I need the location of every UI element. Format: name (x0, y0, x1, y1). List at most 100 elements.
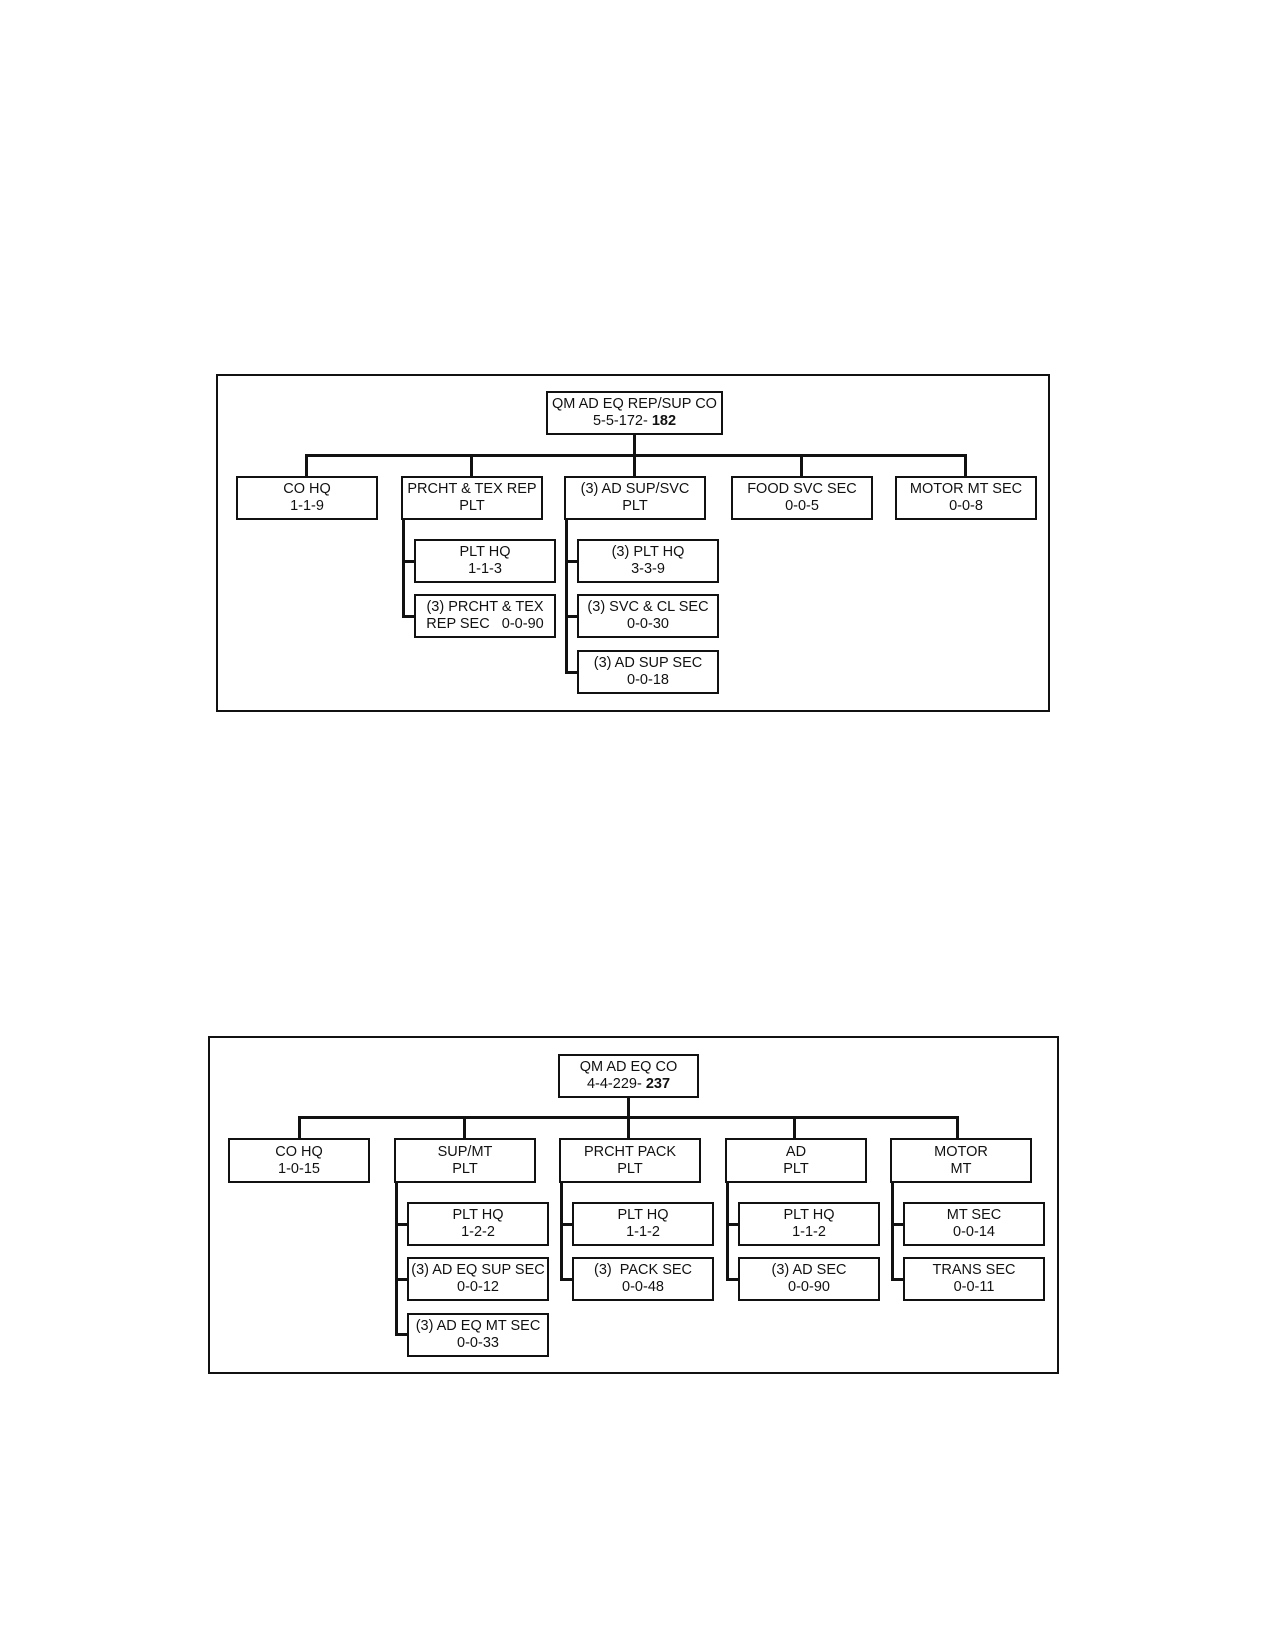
node-strength: 1-1-2 (626, 1224, 660, 1240)
connector (395, 1223, 408, 1226)
node-motor-mt-sec: MOTOR MT SEC 0-0-8 (895, 476, 1037, 520)
node-title: TRANS SEC (932, 1262, 1016, 1278)
connector (633, 454, 636, 476)
connector (402, 560, 415, 563)
node-strength: 0-0-12 (457, 1279, 499, 1295)
root-node: QM AD EQ CO 4-4-229- 237 (558, 1054, 699, 1098)
node-strength: 0-0-14 (953, 1224, 995, 1240)
node-strength: 0-0-30 (627, 616, 669, 632)
sub-node-mt-sec: MT SEC 0-0-14 (903, 1202, 1045, 1246)
sub-node-svc-cl-sec: (3) SVC & CL SEC 0-0-30 (577, 594, 719, 638)
sub-node-plt-hq: (3) PLT HQ 3-3-9 (577, 539, 719, 583)
connector (726, 1223, 739, 1226)
node-total: 182 (651, 413, 677, 429)
node-strength: 1-1-9 (290, 498, 324, 514)
node-strength: 1-1-2 (792, 1224, 826, 1240)
node-co-hq: CO HQ 1-1-9 (236, 476, 378, 520)
node-strength: 0-0-18 (627, 672, 669, 688)
connector (726, 1181, 729, 1280)
node-subtitle: PLT (459, 498, 485, 514)
connector (395, 1278, 408, 1281)
org-chart-2-frame (208, 1036, 1059, 1374)
node-title: (3) SVC & CL SEC (587, 599, 709, 615)
node-ad-sup-svc-plt: (3) AD SUP/SVC PLT (564, 476, 706, 520)
node-title: AD (785, 1143, 807, 1160)
connector (956, 1116, 959, 1138)
node-total: 237 (645, 1076, 671, 1092)
connector (463, 1116, 466, 1138)
connector (726, 1278, 739, 1281)
node-title: CO HQ (275, 1143, 323, 1160)
connector (560, 1223, 573, 1226)
node-sup-mt-plt: SUP/MT PLT (394, 1138, 536, 1183)
connector (793, 1116, 796, 1138)
node-title: PLT HQ (452, 1207, 504, 1223)
node-strength: REP SEC 0-0-90 (426, 616, 544, 632)
sub-node-ad-sup-sec: (3) AD SUP SEC 0-0-18 (577, 650, 719, 694)
connector (305, 454, 308, 476)
connector (800, 454, 803, 476)
node-strength: 4-4-229- (586, 1076, 646, 1092)
connector (633, 435, 636, 456)
connector (627, 1096, 630, 1118)
node-title: CO HQ (283, 481, 331, 497)
connector (298, 1116, 301, 1138)
node-strength: 0-0-33 (457, 1335, 499, 1351)
node-subtitle: MT (950, 1160, 972, 1177)
node-strength: 1-1-3 (468, 561, 502, 577)
node-title: (3) AD SUP/SVC (580, 481, 690, 497)
node-subtitle: PLT (783, 1160, 809, 1177)
root-node: QM AD EQ REP/SUP CO 5-5-172- 182 (546, 391, 723, 435)
connector (964, 454, 967, 476)
sub-node-plt-hq: PLT HQ 1-1-2 (572, 1202, 714, 1246)
connector (565, 615, 578, 618)
connector (891, 1278, 904, 1281)
connector (402, 518, 405, 617)
node-co-hq: CO HQ 1-0-15 (228, 1138, 370, 1183)
node-title: PLT HQ (459, 544, 511, 560)
connector (395, 1181, 398, 1335)
node-strength: 1-2-2 (461, 1224, 495, 1240)
connector (565, 518, 568, 673)
node-strength: 3-3-9 (631, 561, 665, 577)
connector (402, 615, 415, 618)
connector (565, 560, 578, 563)
node-prcht-tex-rep-plt: PRCHT & TEX REP PLT (401, 476, 543, 520)
sub-node-trans-sec: TRANS SEC 0-0-11 (903, 1257, 1045, 1301)
node-title: QM AD EQ REP/SUP CO (552, 396, 717, 412)
sub-node-prcht-tex-rep-sec: (3) PRCHT & TEX REP SEC 0-0-90 (414, 594, 556, 638)
node-title: (3) AD SEC (771, 1262, 847, 1278)
node-strength: 0-0-48 (622, 1279, 664, 1295)
node-strength: 0-0-8 (949, 498, 983, 514)
org-chart-1-frame (216, 374, 1050, 712)
node-food-svc-sec: FOOD SVC SEC 0-0-5 (731, 476, 873, 520)
node-title: MOTOR MT SEC (909, 481, 1023, 497)
node-title: PRCHT PACK (583, 1143, 677, 1160)
node-subtitle: PLT (622, 498, 648, 514)
sub-node-ad-sec: (3) AD SEC 0-0-90 (738, 1257, 880, 1301)
sub-node-plt-hq: PLT HQ 1-1-2 (738, 1202, 880, 1246)
node-title: PRCHT & TEX REP (407, 481, 537, 497)
sub-node-ad-eq-sup-sec: (3) AD EQ SUP SEC 0-0-12 (407, 1257, 549, 1301)
node-title: (3) AD EQ MT SEC (415, 1318, 541, 1334)
node-subtitle: PLT (452, 1160, 478, 1177)
node-prcht-pack-plt: PRCHT PACK PLT (559, 1138, 701, 1183)
node-title: MOTOR (934, 1143, 988, 1160)
connector (395, 1333, 408, 1336)
node-title: FOOD SVC SEC (747, 481, 857, 497)
node-title: SUP/MT (437, 1143, 493, 1160)
node-subtitle: PLT (617, 1160, 643, 1177)
node-motor-mt: MOTOR MT (890, 1138, 1032, 1183)
node-title: (3) AD SUP SEC (593, 655, 703, 671)
sub-node-plt-hq: PLT HQ 1-2-2 (407, 1202, 549, 1246)
node-title: (3) PRCHT & TEX (426, 599, 544, 615)
connector (560, 1181, 563, 1280)
connector (627, 1116, 630, 1138)
node-title: (3) AD EQ SUP SEC (411, 1262, 545, 1278)
sub-node-ad-eq-mt-sec: (3) AD EQ MT SEC 0-0-33 (407, 1313, 549, 1357)
connector (565, 671, 578, 674)
sub-node-pack-sec: (3) PACK SEC 0-0-48 (572, 1257, 714, 1301)
connector (891, 1181, 894, 1280)
node-title: MT SEC (946, 1207, 1002, 1223)
node-title: PLT HQ (783, 1207, 835, 1223)
